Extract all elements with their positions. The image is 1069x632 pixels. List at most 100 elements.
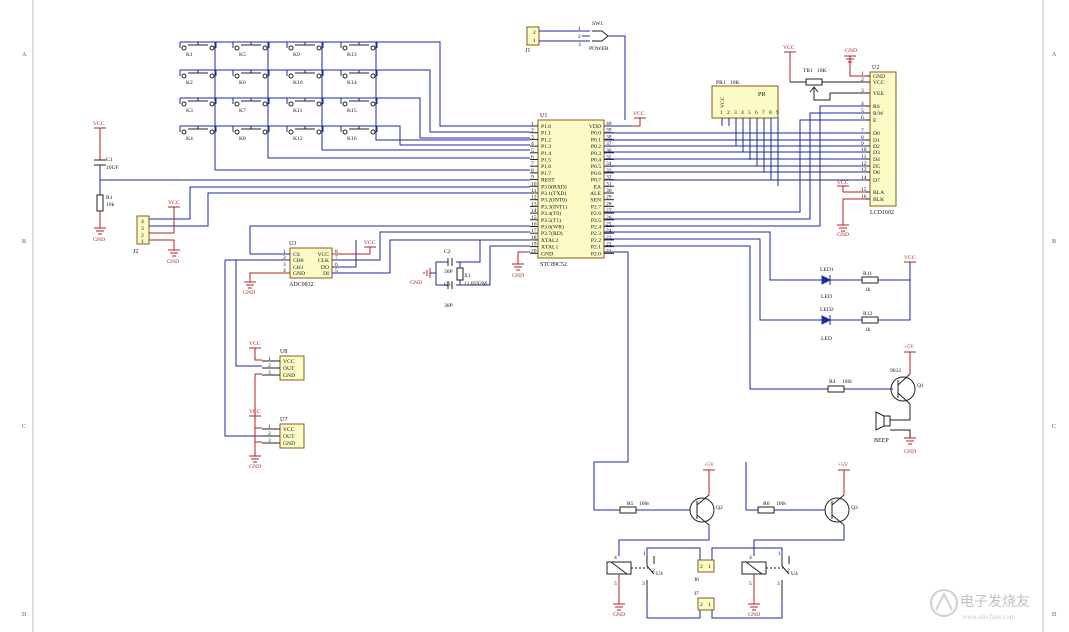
r12-ref: R12 xyxy=(863,311,873,317)
led-circuit: LED1 LED LED2 LED R11 1k R12 1k VCC xyxy=(604,231,916,342)
mcu-pin-name: GND xyxy=(541,251,553,257)
buzzer-circuit: R4 100r 9012 Q1 +5V BEEP GND xyxy=(604,245,924,455)
lcd-blk-gnd: GND xyxy=(837,232,849,238)
r4-ref: R4 xyxy=(829,379,836,385)
j1-pin-2: 2 xyxy=(533,30,536,36)
pr1-ref: PR1 xyxy=(716,80,726,86)
r1-ref: R1 xyxy=(106,195,113,201)
mcu-pin-name: XTAL2 xyxy=(541,238,558,244)
relay2-pin-4: 4 xyxy=(749,555,752,561)
r6-ref: R6 xyxy=(763,501,770,507)
j1-ref: J1 xyxy=(525,48,530,54)
mcu-pin-name: P3.6(WR) xyxy=(541,224,564,231)
relay1-pin-1: 1 xyxy=(643,551,646,557)
x1-ref: X1 xyxy=(464,273,471,279)
mcu-pin-number: 32 xyxy=(606,175,612,181)
mcu-pin-number: 17 xyxy=(531,228,537,234)
j2-connector: 4 3 2 1 J2 VCC GND xyxy=(133,186,530,265)
mcu-pin-number: 2 xyxy=(531,128,534,134)
pr1-value: 10K xyxy=(730,80,740,86)
zone-a-left: A xyxy=(22,52,27,58)
sensor-pin-name: VCC xyxy=(283,359,295,365)
key-switch: K15 xyxy=(340,97,378,114)
j2-pin-1: 1 xyxy=(141,239,144,245)
j2-ref: J2 xyxy=(133,249,138,255)
relay-u4-left: 4 1 2 5 3 U4 GND xyxy=(606,547,701,619)
adc-pin-number: 6 xyxy=(335,262,338,268)
mcu-pin-name: P0.2 xyxy=(591,144,601,150)
mcu-pin-name: P2.0 xyxy=(591,251,601,257)
mcu-pin-number: 34 xyxy=(606,161,612,167)
key-matrix-wires xyxy=(180,41,530,171)
key-label: K15 xyxy=(347,108,357,114)
mcu-pin-number: 16 xyxy=(531,222,537,228)
adc-pin-number: 5 xyxy=(335,268,338,274)
mcu-pin-number: 36 xyxy=(606,148,612,154)
key-label: K8 xyxy=(239,136,246,142)
r12-value: 1k xyxy=(865,327,871,333)
mcu-vcc: VCC xyxy=(632,111,646,127)
r5-ref: R5 xyxy=(627,501,634,507)
key-label: K11 xyxy=(293,108,303,114)
j6-ref: J6 xyxy=(694,577,699,583)
lcd-pin-name: D3 xyxy=(873,150,880,156)
lcd-bus-wires xyxy=(604,105,866,227)
key-label: K5 xyxy=(239,52,246,58)
sheet-border: A B C D A B C D xyxy=(22,0,1057,632)
relay1-pin-3: 3 xyxy=(642,581,645,587)
mcu-pin-number: 33 xyxy=(606,168,612,174)
adc-pin-name: CLK xyxy=(318,258,329,264)
lcd-pin-number: 2 xyxy=(861,77,864,83)
lcd-part: LCD1602 xyxy=(870,210,894,216)
key-switch: K1 xyxy=(179,41,217,58)
pr1-pin-number: 9 xyxy=(776,110,779,116)
mcu-pin-name: SEN xyxy=(590,198,601,204)
adc-part: ADC0832 xyxy=(289,282,314,288)
j2-gnd: GND xyxy=(167,259,179,265)
lcd-pin-number: 13 xyxy=(861,167,867,173)
sw1-pin-3: 3 xyxy=(578,42,581,48)
key-label: K7 xyxy=(239,108,246,114)
adc-vcc: VCC xyxy=(364,240,376,246)
key-label: K13 xyxy=(347,52,357,58)
pr1-pin-number: 4 xyxy=(741,110,744,116)
sensor-pin-name: GND xyxy=(283,441,295,447)
r6-value: 100r xyxy=(776,501,786,507)
key-switch: K8 xyxy=(232,125,270,142)
beep-label: BEEP xyxy=(874,438,889,444)
mcu-pin-name: P0.0 xyxy=(591,131,601,137)
mcu-pin-number: 26 xyxy=(606,215,612,221)
pr1-pin-number: 2 xyxy=(727,110,730,116)
lcd-pin-number: 14 xyxy=(861,175,867,181)
key-switch: K16 xyxy=(340,125,378,142)
lcd-pin-name: E xyxy=(873,118,877,124)
j6-pin-1: 1 xyxy=(708,564,711,570)
mcu-pin-name: P3.5(T1) xyxy=(541,217,561,224)
relay1-gnd: GND xyxy=(613,612,625,618)
lcd-pin-number: 3 xyxy=(861,88,864,94)
j2-pin-2: 2 xyxy=(141,233,144,239)
adc-pin-number: 8 xyxy=(335,249,338,255)
mcu-pin-number: 25 xyxy=(606,222,612,228)
key-switch: K12 xyxy=(286,125,324,142)
tr1-ref: TR1 xyxy=(803,68,813,74)
sensor-gnd: GND xyxy=(249,464,261,470)
key-label: K6 xyxy=(239,80,246,86)
j6-pin-2: 2 xyxy=(700,564,703,570)
sw1-switch: SW1 1 2 3 POWER xyxy=(539,21,626,120)
q2-ref: Q2 xyxy=(716,505,723,511)
zone-b-left: B xyxy=(22,239,26,245)
lcd-pin-name: D6 xyxy=(873,170,880,176)
relay1-pin-4: 4 xyxy=(614,555,617,561)
lcd-pin-name: D1 xyxy=(873,138,880,144)
key-switch: K5 xyxy=(232,41,270,58)
sensor-power: VCC VCC GND xyxy=(249,341,262,470)
beep-gnd: GND xyxy=(904,449,916,455)
j2-pin-3: 3 xyxy=(141,226,144,232)
mcu-pin-number: 21 xyxy=(606,248,612,254)
